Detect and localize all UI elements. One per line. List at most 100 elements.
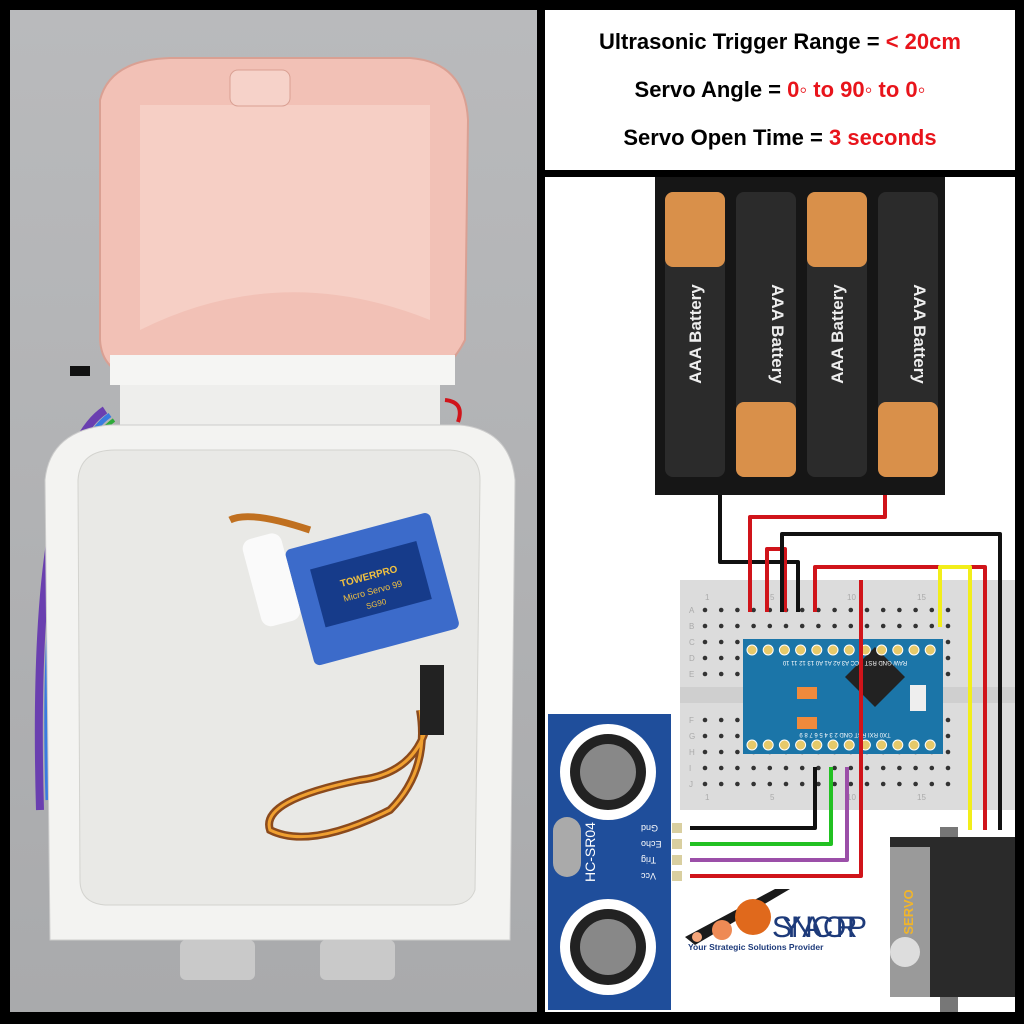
breadboard-hole: [929, 781, 935, 787]
battery-label: AAA Battery: [910, 284, 929, 384]
sensor-model-label: HC-SR04: [582, 822, 598, 882]
row-label: E: [689, 670, 694, 679]
wire-sensor-gnd: [690, 767, 817, 830]
breadboard-hole: [880, 781, 886, 787]
sensor-pin: [672, 839, 682, 849]
reset-button[interactable]: [910, 685, 926, 711]
spec-value: < 20cm: [885, 29, 961, 54]
breadboard-hole: [718, 639, 724, 645]
column-label: 1: [705, 593, 710, 602]
spec-servo-open-time: Servo Open Time = 3 seconds: [623, 125, 936, 151]
breadboard-hole: [735, 607, 740, 613]
row-label: D: [689, 654, 695, 663]
column-label: 5: [770, 593, 775, 602]
breadboard-hole: [751, 607, 756, 613]
breadboard-hole: [913, 607, 918, 613]
arduino-pin: [811, 739, 823, 751]
aaa-battery: AAA Battery: [878, 192, 938, 477]
breadboard-hole: [929, 607, 935, 613]
breadboard-hole: [702, 749, 708, 755]
logo-tagline: Your Strategic Solutions Provider: [688, 942, 824, 952]
breadboard-hole: [816, 781, 821, 787]
battery-label: AAA Battery: [768, 284, 787, 384]
spec-label: Servo Open Time =: [623, 125, 829, 150]
breadboard-hole: [702, 607, 708, 613]
synacorp-logo: SYNACORP Your Strategic Solutions Provid…: [685, 889, 867, 952]
breadboard-hole: [718, 607, 724, 613]
breadboard-hole: [751, 781, 756, 787]
arduino-pin: [746, 739, 758, 751]
breadboard-hole: [799, 623, 805, 629]
breadboard-hole: [832, 607, 837, 613]
breadboard-hole: [945, 671, 951, 677]
breadboard-hole: [945, 733, 951, 739]
breadboard-hole: [735, 781, 740, 787]
aaa-battery: AAA Battery: [807, 192, 867, 477]
column-label: 5: [770, 793, 775, 802]
arduino-pin: [908, 739, 920, 751]
row-label: H: [689, 748, 695, 757]
breadboard-hole: [735, 655, 740, 661]
photo-illustration: TOWERPRO Micro Servo 99 SG90: [34, 57, 516, 980]
breadboard-hole: [897, 765, 902, 771]
micro-servo: TOWERPRO Micro Servo 99 SG90: [242, 513, 459, 666]
white-bin: [44, 424, 516, 941]
breadboard-hole: [880, 623, 886, 629]
breadboard-hole: [929, 765, 935, 771]
arduino-pin: [762, 644, 774, 656]
breadboard-hole: [913, 765, 918, 771]
breadboard-hole: [718, 781, 724, 787]
breadboard-hole: [702, 623, 708, 629]
breadboard-hole: [897, 607, 902, 613]
wire-servo-yellow: [938, 565, 972, 830]
breadboard-hole: [783, 781, 789, 787]
servo-connector: [420, 665, 444, 735]
breadboard-hole: [848, 607, 854, 613]
battery-holder: AAA Battery AAA Battery AAA Battery AAA Bat…: [655, 177, 945, 495]
breadboard-hole: [735, 671, 740, 677]
wires: [690, 495, 1002, 878]
row-label: A: [689, 606, 695, 615]
row-label: J: [689, 780, 693, 789]
wire-sensor-trig: [690, 767, 849, 862]
sensor-pin: [672, 823, 682, 833]
breadboard-hole: [799, 607, 805, 613]
breadboard-hole: [945, 639, 951, 645]
breadboard-hole: [718, 655, 724, 661]
breadboard-hole: [735, 733, 740, 739]
spec-trigger-range: Ultrasonic Trigger Range = < 20cm: [599, 29, 961, 55]
spec-label: Ultrasonic Trigger Range =: [599, 29, 886, 54]
aaa-battery: AAA Battery: [665, 192, 725, 477]
arduino-pin: [924, 739, 936, 751]
arduino-pin: [778, 644, 790, 656]
sensor-pin: [672, 871, 682, 881]
breadboard-hole: [702, 733, 708, 739]
breadboard-hole: [783, 623, 789, 629]
column-label: 1: [705, 793, 710, 802]
breadboard-hole: [864, 623, 870, 629]
servo-motor: SERVO: [890, 827, 1015, 1012]
breadboard-hole: [880, 765, 886, 771]
row-label: B: [689, 622, 694, 631]
arduino-pin: [843, 739, 855, 751]
column-label: 15: [917, 593, 926, 602]
breadboard-hole: [751, 765, 756, 771]
arduino-top-pin-labels: RAW GND RST VCC A3 A2 A1 A0 13 12 11 10: [782, 659, 907, 665]
breadboard-hole: [735, 623, 740, 629]
arduino-pin: [811, 644, 823, 656]
arduino-pin: [795, 739, 807, 751]
breadboard-hole: [945, 765, 951, 771]
breadboard-hole: [816, 623, 821, 629]
breadboard-hole: [702, 717, 708, 723]
breadboard-hole: [783, 765, 789, 771]
row-label: I: [689, 764, 691, 773]
row-label: G: [689, 732, 695, 741]
breadboard-hole: [735, 639, 740, 645]
sensor-pin-label: Trig: [641, 855, 656, 865]
breadboard-hole: [718, 765, 724, 771]
column-label: 10: [847, 593, 856, 602]
arduino-pin: [827, 739, 839, 751]
breadboard-hole: [913, 781, 918, 787]
spec-value: 0◦ to 90◦ to 0◦: [787, 77, 926, 102]
breadboard-hole: [702, 655, 708, 661]
